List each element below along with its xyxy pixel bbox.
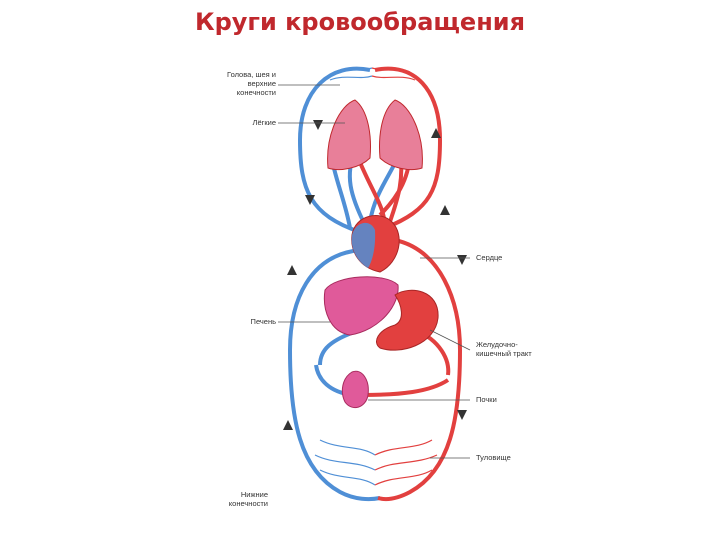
arrow-icon bbox=[305, 195, 315, 205]
arrow-icon bbox=[440, 205, 450, 215]
label-legs: Нижние конечности bbox=[228, 490, 268, 508]
capillary-network-legs bbox=[314, 439, 438, 486]
label-lungs: Лёгкие bbox=[252, 118, 276, 127]
label-heart: Сердце bbox=[476, 253, 503, 262]
leader-lines bbox=[278, 84, 471, 459]
kidney bbox=[341, 370, 369, 409]
label-kidneys: Почки bbox=[476, 395, 497, 404]
flow-arrows bbox=[283, 120, 467, 430]
heart-right-side bbox=[351, 222, 376, 268]
liver bbox=[323, 276, 399, 336]
arrow-icon bbox=[287, 265, 297, 275]
capillary-network-head bbox=[329, 67, 416, 81]
gi-tract bbox=[376, 289, 439, 351]
left-lung bbox=[327, 99, 371, 171]
arrow-icon bbox=[283, 420, 293, 430]
arrow-icon bbox=[457, 255, 467, 265]
label-head: Голова, шея и верхние конечности bbox=[227, 70, 276, 97]
label-gi-tract: Желудочно-кишечный тракт bbox=[476, 340, 532, 358]
label-liver: Печень bbox=[250, 317, 276, 326]
arrow-icon bbox=[313, 120, 323, 130]
arrow-icon bbox=[431, 128, 441, 138]
arrow-icon bbox=[457, 410, 467, 420]
page-title: Круги кровообращения bbox=[194, 8, 526, 36]
label-trunk: Туловище bbox=[476, 453, 511, 462]
right-lung bbox=[379, 99, 423, 171]
